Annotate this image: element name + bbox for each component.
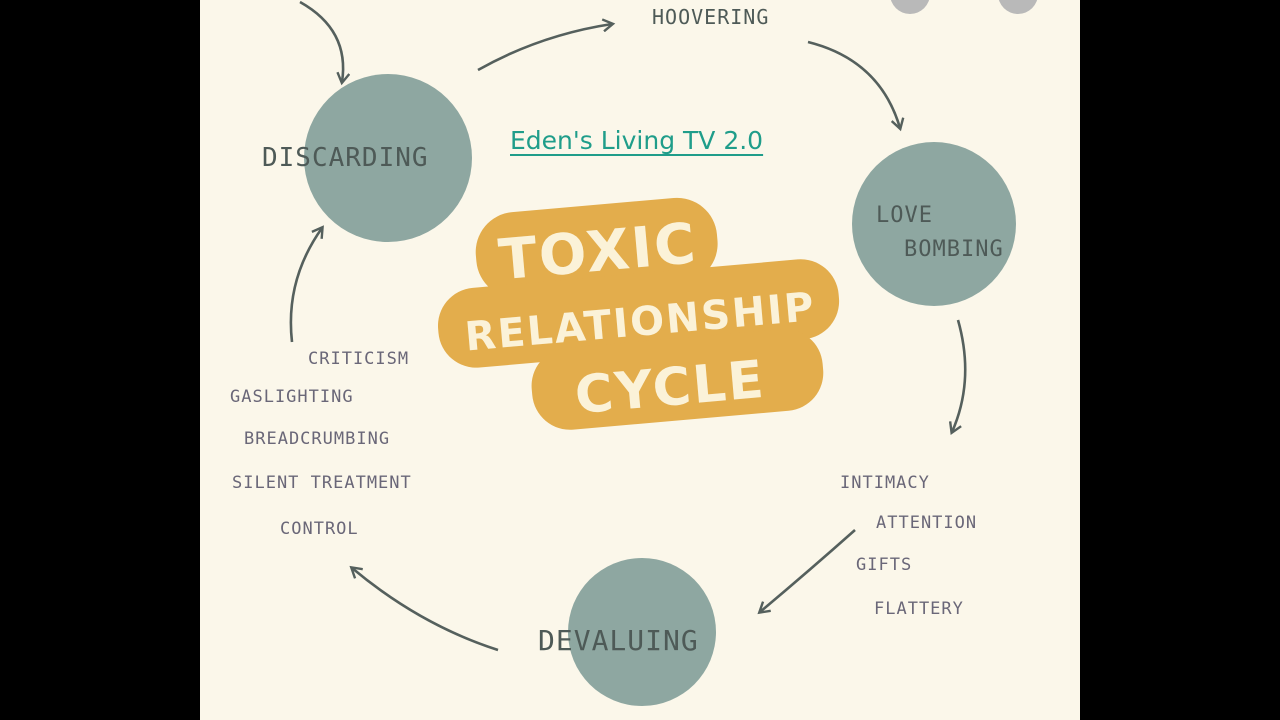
list-item: BREADCRUMBING — [244, 429, 390, 449]
list-item: CRITICISM — [308, 349, 409, 369]
list-item: INTIMACY — [840, 473, 930, 493]
devaluing-circle — [568, 558, 716, 706]
arrow-to-devaluing — [760, 529, 856, 612]
arrow-from-discarding-up — [299, 0, 343, 82]
title-banner: TOXIC RELATIONSHIP CYCLE — [437, 197, 840, 430]
arrow-down-to-list — [952, 319, 967, 432]
love-bombing-circle — [852, 142, 1016, 306]
list-item: CONTROL — [280, 519, 359, 539]
discarding-label: DISCARDING — [262, 143, 429, 173]
arrow-to-discarding — [289, 228, 322, 343]
list-item: GASLIGHTING — [230, 387, 354, 407]
channel-watermark: Eden's Living TV 2.0 — [510, 126, 764, 155]
love-bombing-label-1: LOVE — [876, 203, 933, 228]
hoovering-label: HOOVERING — [652, 5, 769, 29]
list-item: SILENT TREATMENT — [232, 473, 412, 493]
corner-dot-icon — [890, 0, 930, 14]
love-bombing-label-2: BOMBING — [904, 237, 1004, 262]
cycle-diagram: TOXIC RELATIONSHIP CYCLE HOOVERING DISCA… — [230, 0, 1038, 706]
arrow-to-list-left — [352, 568, 499, 652]
arrow-to-hoovering — [477, 24, 612, 72]
title-band-bottom — [531, 328, 824, 430]
cycle-illustration: TOXIC RELATIONSHIP CYCLE HOOVERING DISCA… — [200, 0, 1080, 720]
list-item: FLATTERY — [874, 599, 964, 619]
corner-dot-icon — [998, 0, 1038, 14]
discarding-circle — [304, 74, 472, 242]
arrow-to-love-bombing — [807, 40, 900, 128]
devaluing-label: DEVALUING — [538, 624, 699, 657]
list-item: GIFTS — [856, 555, 912, 575]
list-item: ATTENTION — [876, 513, 977, 533]
